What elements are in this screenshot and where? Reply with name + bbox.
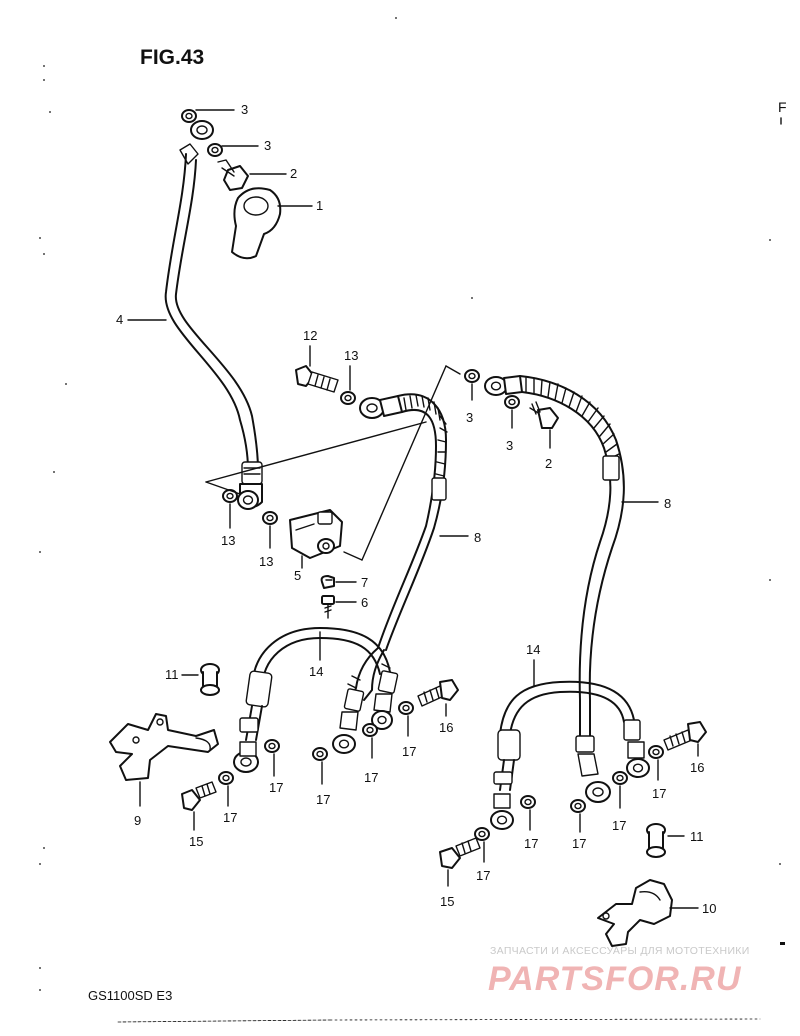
- callout-group-mid: 12 13: [303, 328, 358, 391]
- callout-group-right-bottom: 16 17 17 17 17 17 15: [440, 743, 704, 909]
- callout-8: 8: [664, 496, 671, 511]
- callout-3: 3: [506, 438, 513, 453]
- brake-hose-left-ends: [332, 647, 399, 754]
- washer-icon: [222, 489, 278, 525]
- callout-8: 8: [474, 530, 481, 545]
- callout-17: 17: [316, 792, 330, 807]
- watermark-brand: PARTSFOR.RU: [488, 960, 742, 998]
- callout-14: 14: [309, 664, 323, 679]
- union-bolt-icon: [663, 721, 707, 751]
- union-bolt-icon: [439, 837, 481, 869]
- callout-6: 6: [361, 595, 368, 610]
- callout-group-17-left: 17 17 17 17 17 16: [223, 703, 453, 825]
- grommet-icon: [200, 663, 220, 696]
- callout-group-11-left: 11: [165, 667, 199, 682]
- callout-group-right-top: 3 3 2 8: [466, 383, 671, 511]
- brake-hose-14-right: [490, 680, 650, 830]
- hose-boot-icon: [231, 187, 282, 260]
- hose-bracket-right-icon: [597, 879, 673, 947]
- union-bolt-icon: [417, 679, 459, 707]
- callout-group-11-right: 11: [667, 829, 704, 844]
- hose-clamp-icon: [320, 575, 335, 589]
- brake-hose-left: [359, 393, 448, 651]
- callout-13: 13: [344, 348, 358, 363]
- callout-17: 17: [572, 836, 586, 851]
- callout-2: 2: [545, 456, 552, 471]
- callout-17: 17: [652, 786, 666, 801]
- callout-9: 9: [134, 813, 141, 828]
- callout-group-top: 3 3 2 1 4: [116, 102, 323, 327]
- brake-hose-14-left: [233, 627, 391, 773]
- washer-icon: [218, 701, 414, 785]
- callout-11: 11: [690, 829, 704, 844]
- callout-17: 17: [524, 836, 538, 851]
- callout-group-8-left: 8: [439, 530, 481, 545]
- washer-icon: [181, 109, 223, 157]
- hose-bracket-left-icon: [109, 713, 219, 781]
- callout-17: 17: [364, 770, 378, 785]
- callout-15: 15: [189, 834, 203, 849]
- callout-10: 10: [702, 901, 716, 916]
- callout-12: 12: [303, 328, 317, 343]
- washer-icon: [340, 391, 356, 405]
- union-bolt-icon: [181, 781, 217, 811]
- callout-5: 5: [294, 568, 301, 583]
- callout-group-7-6: 7 6: [335, 575, 368, 610]
- model-code: GS1100SD E3: [88, 988, 172, 1003]
- callout-group-15-left: 15: [189, 811, 203, 849]
- callout-3: 3: [241, 102, 248, 117]
- scan-bottom-line: [117, 1019, 331, 1023]
- callout-11: 11: [165, 667, 179, 682]
- watermark-caption: ЗАПЧАСТИ И АКСЕССУАРЫ ДЛЯ МОТОТЕХНИКИ: [490, 945, 750, 957]
- callout-17: 17: [269, 780, 283, 795]
- callout-group-14-right: 14: [526, 642, 540, 687]
- callout-17: 17: [402, 744, 416, 759]
- callout-15: 15: [440, 894, 454, 909]
- callout-14: 14: [526, 642, 540, 657]
- union-bolt-icon: [217, 159, 249, 191]
- callout-16: 16: [690, 760, 704, 775]
- callout-1: 1: [316, 198, 323, 213]
- callout-13: 13: [221, 533, 235, 548]
- corner-mark: F: [778, 99, 787, 115]
- callout-2: 2: [290, 166, 297, 181]
- union-bolt-icon: [295, 365, 339, 393]
- brake-hose-right: [484, 375, 625, 803]
- screw-icon: [321, 595, 335, 619]
- callout-group-9: 9: [134, 781, 141, 828]
- union-bolt-icon: [529, 401, 559, 429]
- callout-17: 17: [223, 810, 237, 825]
- corner-tab: [780, 942, 785, 945]
- callout-group-joint: 13 13 5: [221, 503, 303, 583]
- callout-7: 7: [361, 575, 368, 590]
- callout-17: 17: [476, 868, 490, 883]
- callout-13: 13: [259, 554, 273, 569]
- assembly-lines: [205, 365, 461, 561]
- brake-hose-upper: [164, 120, 263, 510]
- callout-16: 16: [439, 720, 453, 735]
- callout-17: 17: [612, 818, 626, 833]
- callout-group-14-left: 14: [309, 631, 323, 679]
- callout-4: 4: [116, 312, 123, 327]
- washer-icon: [464, 369, 520, 409]
- scan-bottom-line-2: [329, 1018, 761, 1021]
- grommet-icon: [646, 823, 666, 858]
- washer-icon: [474, 745, 664, 841]
- callout-3: 3: [466, 410, 473, 425]
- figure-title: FIG.43: [140, 46, 204, 69]
- three-way-joint-icon: [289, 509, 343, 559]
- scan-marks: [39, 17, 781, 991]
- callout-group-10: 10: [669, 901, 716, 916]
- callout-3: 3: [264, 138, 271, 153]
